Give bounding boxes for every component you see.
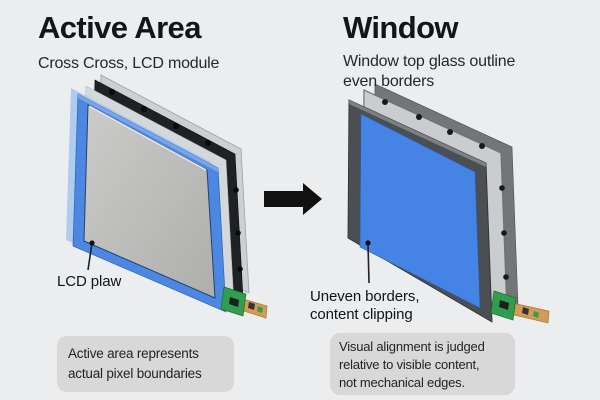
left-caption-box: Active area represents actual pixel boun…	[57, 336, 234, 392]
right-caption-line3: not mechanical edges.	[339, 375, 465, 390]
arrow-right-icon	[264, 183, 322, 215]
right-window-frame-highlight	[349, 100, 486, 167]
right-caption-line1: Visual alignment is judged	[339, 339, 485, 354]
right-subtitle-line1: Window top glass outline	[343, 53, 516, 70]
right-subtitle-line2: even borders	[343, 72, 434, 90]
left-flex-connector	[220, 286, 268, 319]
right-screen-blue	[359, 113, 481, 309]
left-title: Active Area	[38, 10, 201, 45]
right-subtitle: Window top glass outline even borders	[343, 52, 515, 91]
right-back-plate-screws	[382, 99, 509, 280]
left-caption-line2: actual pixel boundaries	[68, 366, 202, 381]
right-title: Window	[343, 10, 459, 45]
right-callout-leader	[365, 240, 371, 284]
right-caption-line2: relative to visible content,	[339, 357, 480, 372]
left-back-panel-screws	[108, 88, 243, 272]
left-subtitle: Cross Cross, LCD module	[38, 55, 220, 72]
right-callout-line2: content clipping	[310, 305, 413, 323]
left-callout-leader	[87, 240, 95, 271]
right-caption-box: Visual alignment is judged relative to v…	[330, 333, 515, 395]
left-caption-line1: Active area represents	[68, 346, 199, 361]
left-screen-glare	[88, 105, 207, 171]
right-callout-line1: Uneven borders,	[310, 288, 420, 305]
left-blue-frame-highlight	[78, 94, 218, 172]
right-lcd-module	[347, 83, 550, 324]
left-lcd-module	[66, 74, 268, 319]
right-flex-connector	[490, 290, 550, 324]
left-callout-label: LCD plaw	[57, 273, 122, 290]
right-callout-label: Uneven borders, content clipping	[310, 288, 420, 323]
